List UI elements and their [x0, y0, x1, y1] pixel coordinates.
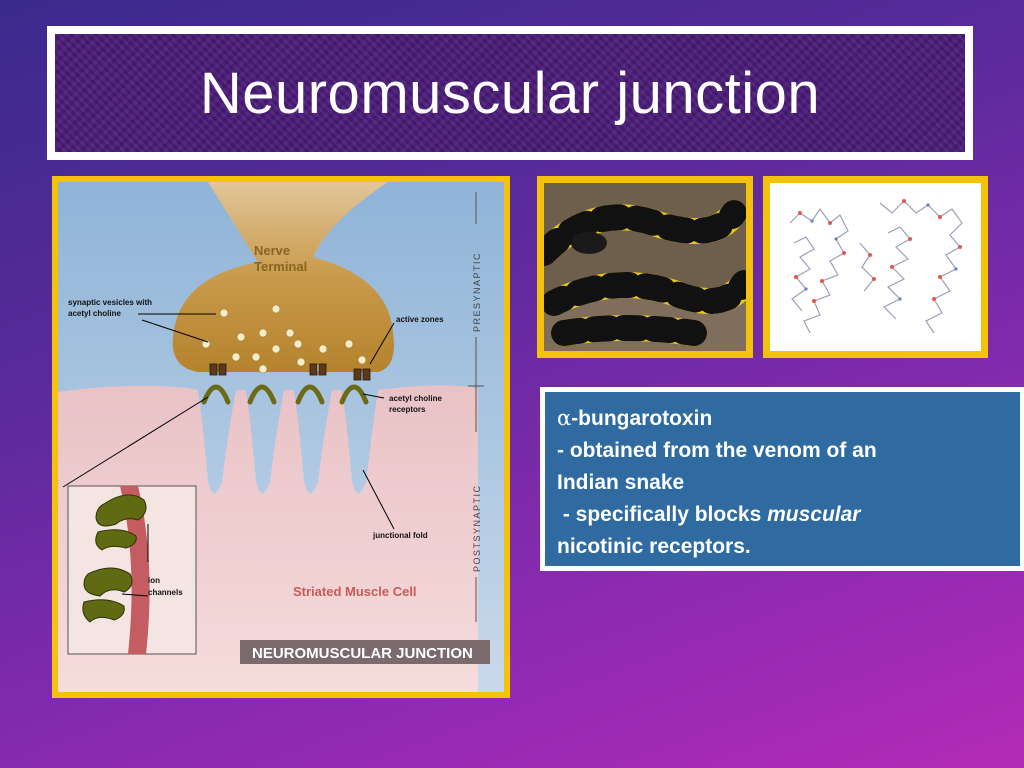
- info-line-4-emphasis: muscular: [767, 503, 861, 526]
- alpha-symbol: α: [557, 406, 572, 430]
- title-box: Neuromuscular junction: [47, 26, 973, 160]
- nmj-diagram-frame: PRESYNAPTIC POSTSYNAPTIC Nerve Terminal …: [52, 176, 510, 698]
- ach-receptors-label-2: receptors: [389, 405, 426, 414]
- toxin-name: -bungarotoxin: [571, 407, 713, 430]
- info-line-4-prefix: - specifically blocks: [557, 503, 768, 526]
- nmj-diagram: PRESYNAPTIC POSTSYNAPTIC Nerve Terminal …: [58, 182, 504, 692]
- info-line-5: nicotinic receptors.: [557, 535, 751, 558]
- active-zones: [209, 363, 371, 381]
- axis-labels: [468, 192, 484, 622]
- diagram-caption: NEUROMUSCULAR JUNCTION: [252, 645, 473, 662]
- nerve-terminal: [172, 182, 394, 372]
- active-zones-label: active zones: [396, 315, 444, 324]
- info-line-3: Indian snake: [557, 471, 685, 494]
- info-line-1: α-bungarotoxin: [557, 402, 1008, 435]
- ach-receptors-label-1: acetyl choline: [389, 394, 442, 403]
- title-background: Neuromuscular junction: [55, 34, 965, 152]
- slide-title: Neuromuscular junction: [199, 60, 821, 126]
- vesicles-label-1: synaptic vesicles with: [68, 298, 152, 307]
- banded-krait-photo: [544, 183, 746, 351]
- leader-lines: [62, 313, 395, 530]
- info-line-4: - specifically blocks muscular: [557, 499, 1008, 531]
- presynaptic-label: PRESYNAPTIC: [472, 252, 482, 332]
- nerve-terminal-label-1: Nerve: [254, 243, 290, 258]
- ion-channels-label-2: channels: [148, 588, 183, 597]
- vesicles-label-2: acetyl choline: [68, 309, 121, 318]
- postsynaptic-label: POSTSYNAPTIC: [472, 484, 482, 572]
- ion-channel-inset: ion channels: [67, 485, 197, 655]
- snake-photo-frame: [537, 176, 753, 358]
- protein-structure-frame: [763, 176, 988, 358]
- nerve-terminal-label-2: Terminal: [254, 259, 307, 274]
- bungarotoxin-structure-image: [770, 183, 981, 351]
- caption-bar: [240, 640, 490, 664]
- bungarotoxin-info-box: α-bungarotoxin - obtained from the venom…: [540, 387, 1024, 571]
- ion-channels-label-1: ion: [148, 576, 160, 585]
- ach-receptors: [201, 384, 369, 405]
- striated-muscle-label: Striated Muscle Cell: [293, 584, 417, 599]
- info-line-2: - obtained from the venom of an: [557, 439, 877, 462]
- junctional-fold-label: junctional fold: [372, 531, 428, 540]
